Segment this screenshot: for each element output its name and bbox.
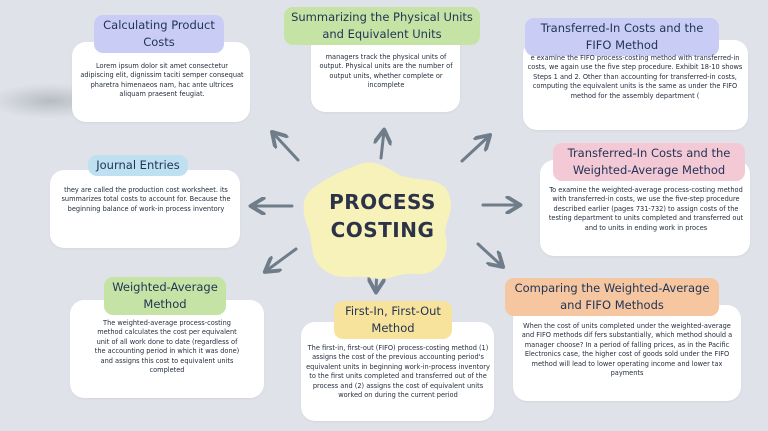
card-calculating <box>72 42 250 122</box>
title-fifo: First-In, First-Out Method <box>334 301 452 339</box>
arrow-to-calculating <box>273 133 300 162</box>
card-weighted <box>70 300 264 398</box>
arrow-to-comparing <box>476 242 502 266</box>
text-transferred-weighted: To examine the weighted-average process-… <box>548 186 744 232</box>
text-journal: they are called the production cost work… <box>61 186 231 213</box>
title-transferred-fifo: Transferred-In Costs and the FIFO Method <box>525 18 719 56</box>
text-summarizing: managers track the physical units of out… <box>319 53 453 90</box>
arrow-to-summarizing <box>381 131 384 160</box>
center-title-line1: PROCESS <box>329 190 436 214</box>
text-fifo: The first-in, first-out (FIFO) process-c… <box>306 344 490 400</box>
center-title-line2: COSTING <box>330 218 435 242</box>
title-journal: Journal Entries <box>88 155 188 176</box>
title-calculating: Calculating Product Costs <box>94 15 224 53</box>
arrow-to-weighted <box>266 247 298 271</box>
card-journal <box>50 170 240 248</box>
text-transferred-fifo: e examine the FIFO process-costing metho… <box>527 54 743 100</box>
text-weighted: The weighted-average process-costing met… <box>94 319 240 375</box>
text-calculating: Lorem ipsum dolor sit amet consectetur a… <box>80 62 244 99</box>
center-blob <box>303 162 451 279</box>
arrow-to-transferred-fifo <box>460 136 489 163</box>
card-comparing <box>513 305 741 401</box>
title-summarizing: Summarizing the Physical Units and Equiv… <box>284 7 480 45</box>
text-comparing: When the cost of units completed under t… <box>521 322 733 378</box>
title-transferred-weighted: Transferred-In Costs and the Weighted-Av… <box>553 143 745 181</box>
title-weighted: Weighted-Average Method <box>104 277 226 315</box>
title-comparing: Comparing the Weighted-Average and FIFO … <box>505 278 719 316</box>
center-title: PROCESS COSTING <box>315 188 450 244</box>
